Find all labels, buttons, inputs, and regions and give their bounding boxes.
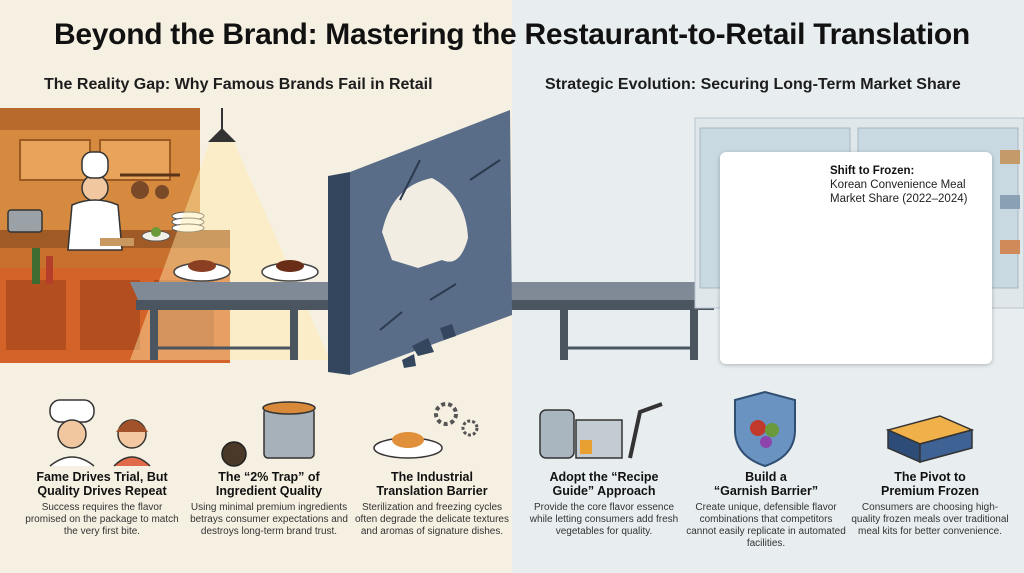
feature-two-percent-trap: The “2% Trap” of Ingredient Quality Usin…	[189, 470, 349, 538]
feature-title: Adopt the “Recipe Guide” Approach	[549, 470, 659, 498]
pasta-and-gears-icon	[373, 402, 479, 459]
shield-with-vegetables-icon	[734, 390, 796, 468]
feature-description: Sterilization and freezing cycles often …	[355, 502, 509, 537]
feature-title: Build a “Garnish Barrier”	[713, 470, 819, 498]
factory-machine-icon	[539, 402, 663, 459]
feature-description: Success requires the flavor promised on …	[25, 502, 179, 537]
feature-garnish-barrier: Build a “Garnish Barrier” Create unique,…	[686, 470, 846, 550]
chart-title: Shift to Frozen:	[830, 165, 915, 177]
feature-title: The Industrial Translation Barrier	[376, 470, 488, 498]
left-section-title: The Reality Gap: Why Famous Brands Fail …	[44, 76, 433, 93]
feature-description: Provide the core flavor essence while le…	[529, 502, 679, 537]
frozen-meal-box-icon	[885, 415, 975, 464]
chart-subtitle: Korean Convenience Meal Market Share (20…	[830, 179, 968, 205]
chart-card: Shift to Frozen: Korean Convenience Meal…	[720, 152, 992, 364]
stock-pot-and-truffle-icon	[221, 401, 316, 467]
kitchen-illustration	[0, 108, 330, 363]
feature-description: Using minimal premium ingredients betray…	[190, 502, 348, 537]
feature-industrial-barrier: The Industrial Translation Barrier Steri…	[352, 470, 512, 538]
chef-and-customer-icon	[49, 399, 151, 467]
feature-description: Consumers are choosing high-quality froz…	[851, 502, 1009, 537]
broken-wall-illustration	[328, 110, 512, 375]
page-title: Beyond the Brand: Mastering the Restaura…	[54, 18, 970, 51]
feature-recipe-guide: Adopt the “Recipe Guide” Approach Provid…	[524, 470, 684, 538]
feature-title: The “2% Trap” of Ingredient Quality	[215, 470, 323, 498]
feature-title: Fame Drives Trial, But Quality Drives Re…	[36, 470, 168, 498]
feature-description: Create unique, defensible flavor combina…	[686, 502, 846, 549]
feature-fame-quality: Fame Drives Trial, But Quality Drives Re…	[22, 470, 182, 538]
feature-premium-frozen: The Pivot to Premium Frozen Consumers ar…	[850, 470, 1010, 538]
chart-title-block: Shift to Frozen: Korean Convenience Meal…	[830, 164, 990, 206]
right-section-title: Strategic Evolution: Securing Long-Term …	[545, 76, 961, 93]
feature-title: The Pivot to Premium Frozen	[881, 470, 979, 498]
